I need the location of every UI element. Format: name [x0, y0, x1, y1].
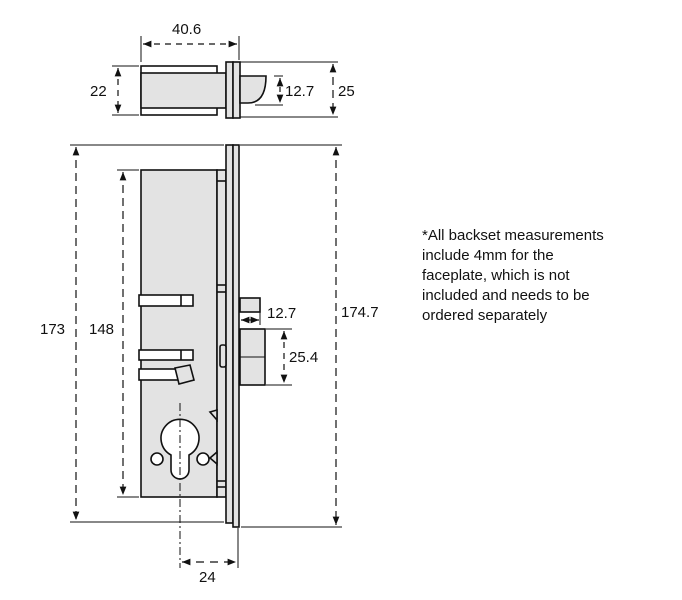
dim-top-width: 40.6 — [172, 21, 201, 38]
faceplate-inner — [225, 144, 234, 524]
fixing-hole-right — [196, 452, 210, 466]
euro-cylinder-cutout — [160, 418, 200, 480]
dim-inner-height: 148 — [89, 321, 114, 338]
top-view — [112, 36, 338, 119]
dim-case-height: 173 — [40, 321, 65, 338]
dim-top-total-height: 25 — [338, 83, 355, 100]
dim-faceplate-height: 174.7 — [341, 304, 379, 321]
latch-bolt — [239, 297, 261, 313]
note-line: ordered separately — [422, 307, 548, 324]
case-edge — [216, 169, 227, 498]
note-line: *All backset measurements — [422, 227, 604, 244]
dim-top-bolt-height: 12.7 — [285, 83, 314, 100]
dim-deadbolt-height: 25.4 — [289, 349, 318, 366]
note-line: include 4mm for the — [422, 247, 554, 264]
top-bolt — [239, 75, 267, 104]
backset-note: *All backset measurements include 4mm fo… — [422, 226, 662, 326]
note-line: included and needs to be — [422, 287, 590, 304]
note-line: faceplate, which is not — [422, 267, 570, 284]
front-view — [70, 144, 342, 568]
faceplate-outer — [232, 144, 240, 528]
dim-backset: 24 — [199, 569, 216, 586]
dim-top-body-height: 22 — [90, 83, 107, 100]
fixing-hole-left — [150, 452, 164, 466]
dim-latch-projection: 12.7 — [267, 305, 296, 322]
